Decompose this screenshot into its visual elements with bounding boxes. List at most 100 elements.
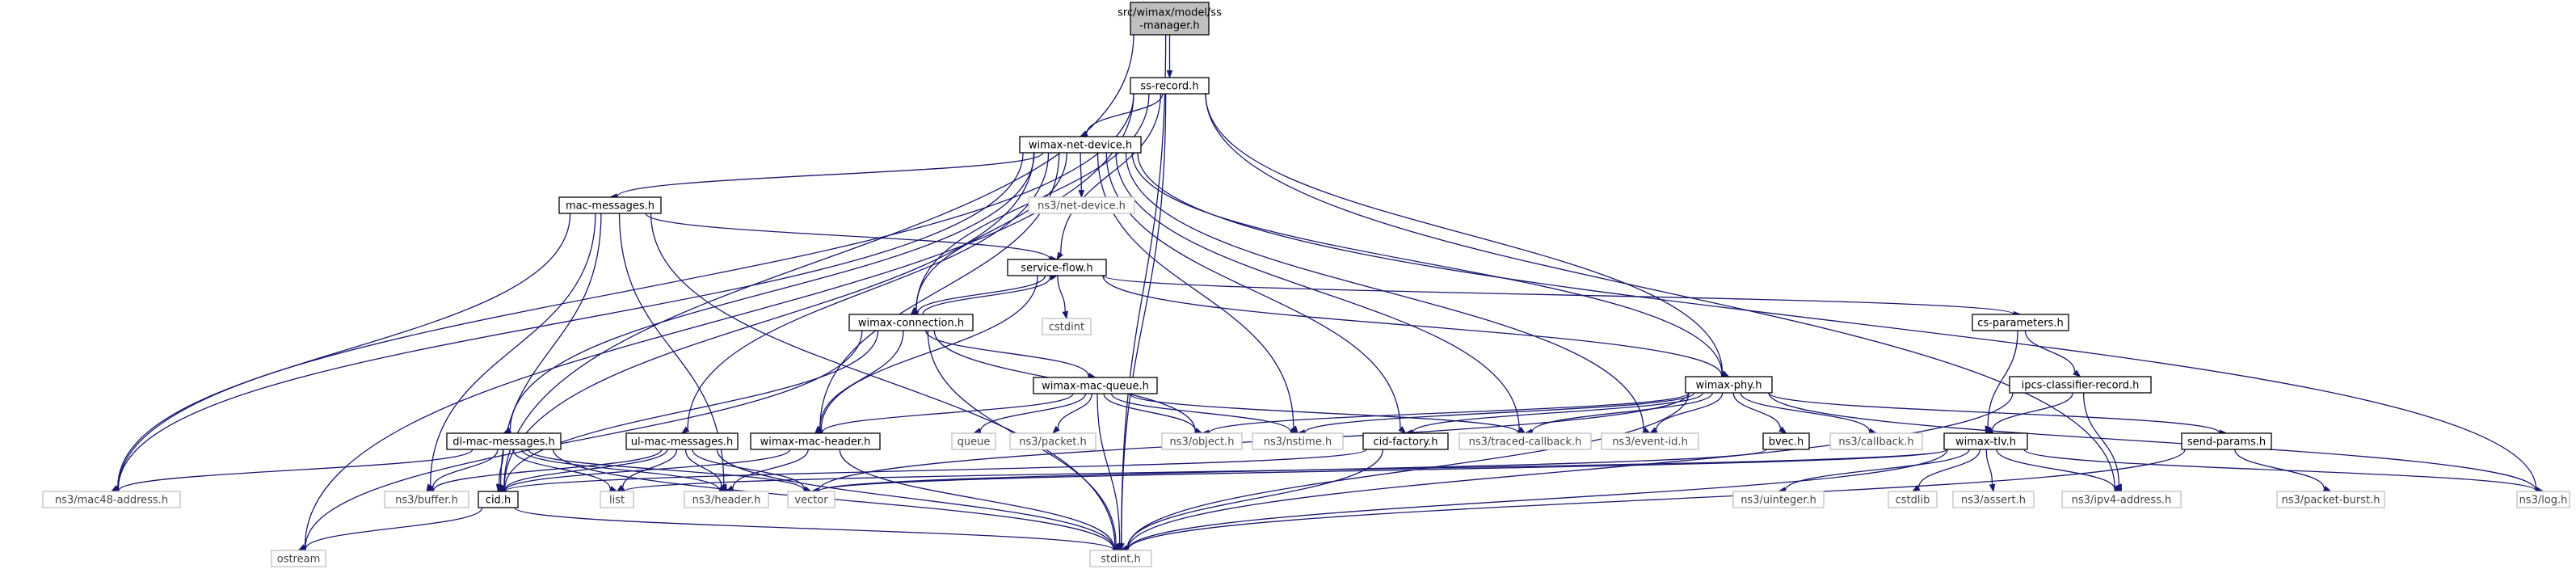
node-dlmm[interactable]: dl-mac-messages.h [446, 432, 562, 450]
node-label-header: ns3/header.h [692, 495, 761, 507]
node-label-dlmm: dl-mac-messages.h [452, 436, 555, 449]
edge-sf-to-csp [1102, 275, 2014, 315]
node-box-vector [787, 491, 836, 508]
node-uint: ns3/uinteger.h [1732, 491, 1825, 508]
node-box-ulmm [625, 432, 739, 450]
node-sf[interactable]: service-flow.h [1007, 259, 1107, 276]
node-box-sendp [2181, 432, 2272, 450]
node-box-ipv4 [2061, 491, 2182, 508]
node-box-dlmm [446, 432, 562, 450]
node-cstdint: cstdint [1042, 318, 1092, 335]
edge-ulmm-to-header [684, 449, 722, 487]
node-cidf[interactable]: cid-factory.h [1362, 432, 1449, 450]
edge-wc-to-wmq [925, 330, 1089, 376]
node-icr[interactable]: ipcs-classifier-record.h [2009, 376, 2152, 394]
node-label-log: ns3/log.h [2519, 495, 2568, 507]
node-list: list [600, 491, 634, 508]
node-wnd[interactable]: wimax-net-device.h [1019, 136, 1142, 154]
edge-csp-to-tlv [1987, 330, 2018, 427]
edge-icr-to-tlv [1992, 392, 2073, 431]
arrowhead-ulmm-to-vector [803, 486, 813, 492]
node-tcb: ns3/traced-callback.h [1458, 432, 1592, 450]
node-label-ssr: ss-record.h [1140, 81, 1198, 93]
node-csp[interactable]: cs-parameters.h [1972, 314, 2069, 331]
arrowhead-tlv-to-assert [1989, 483, 1996, 493]
node-ulmm[interactable]: ul-mac-messages.h [625, 432, 739, 450]
node-box-ostream [271, 550, 326, 567]
node-box-mm [558, 196, 662, 214]
arrowhead-icr-to-ipv4 [2115, 483, 2123, 493]
node-box-wphy [1685, 376, 1773, 394]
node-tlv[interactable]: wimax-tlv.h [1943, 432, 2028, 450]
node-box-packet [1009, 432, 1096, 450]
edge-wc-to-sf [922, 277, 1050, 315]
edge-tlv-to-assert [1985, 449, 1993, 485]
edge-cidf-to-cid [504, 449, 1367, 492]
node-box-wnd [1019, 136, 1142, 154]
node-box-wmh [750, 432, 881, 450]
node-box-assert [1952, 491, 2035, 508]
edge-wc-to-ostream [305, 330, 863, 548]
arrowhead-csp-to-icr [2073, 369, 2081, 377]
node-label-mm: mac-messages.h [566, 200, 655, 213]
node-sendp[interactable]: send-params.h [2181, 432, 2272, 450]
edge-wnd-to-wphy [1131, 152, 1723, 374]
arrowhead-wmq-to-object [1193, 428, 1203, 434]
edge-sendp-to-pburst [2234, 449, 2325, 489]
node-label-wmh: wimax-mac-header.h [760, 436, 871, 449]
node-cid[interactable]: cid.h [478, 491, 519, 508]
arrowhead-wmq-to-packet [1051, 425, 1060, 435]
node-wmh[interactable]: wimax-mac-header.h [750, 432, 881, 450]
node-label-ostream: ostream [277, 554, 321, 566]
arrowhead-wphy-to-eid [1648, 427, 1658, 434]
node-label-mac48: ns3/mac48-address.h [55, 495, 168, 507]
arrowhead-dlmm-to-list [608, 486, 618, 492]
node-callback: ns3/callback.h [1829, 432, 1923, 450]
node-label-tcb: ns3/traced-callback.h [1469, 436, 1582, 449]
node-mm[interactable]: mac-messages.h [558, 196, 662, 214]
arrowhead-wnd-to-cidf [1398, 426, 1407, 434]
node-buffer: ns3/buffer.h [384, 491, 469, 508]
node-label-wphy: wimax-phy.h [1696, 380, 1762, 392]
node-label-cid: cid.h [486, 495, 511, 507]
node-box-mac48 [42, 491, 181, 508]
edge-wnd-to-tcb [1115, 152, 1520, 429]
node-pburst: ns3/packet-burst.h [2276, 491, 2385, 508]
edge-cidf-to-stdint [1126, 449, 1383, 548]
edge-tlv-to-cstdlib [1917, 449, 1980, 488]
node-bvec[interactable]: bvec.h [1762, 432, 1810, 450]
node-wc[interactable]: wimax-connection.h [848, 314, 974, 331]
edge-ssr-to-wphy [1205, 93, 1724, 373]
edge-csp-to-icr [2024, 330, 2076, 373]
node-wmq[interactable]: wimax-mac-queue.h [1033, 377, 1158, 394]
edge-dlmm-to-mac48 [118, 449, 474, 491]
node-label-cstdlib: cstdlib [1896, 495, 1930, 507]
node-box-cid [478, 491, 519, 508]
node-ssm[interactable]: src/wimax/model/ss-manager.h [1118, 2, 1222, 36]
node-label-nsnd: ns3/net-device.h [1038, 200, 1126, 213]
node-box-log [2516, 491, 2570, 508]
node-assert: ns3/assert.h [1952, 491, 2035, 508]
node-label-cidf: cid-factory.h [1374, 436, 1438, 449]
edge-tlv-to-log [2023, 449, 2537, 491]
node-vector: vector [787, 491, 836, 508]
node-label-nstime: ns3/nstime.h [1264, 436, 1332, 449]
edge-ulmm-to-list [622, 449, 678, 487]
edge-ssr-to-mac48 [117, 93, 1134, 489]
edge-wphy-to-bvec [1732, 392, 1781, 429]
edge-tlv-to-vector [818, 449, 1948, 492]
node-label-object: ns3/object.h [1169, 436, 1234, 449]
edge-sendp-to-stdint [1127, 449, 2186, 550]
edge-mm-to-mac48 [117, 213, 571, 488]
node-box-pburst [2276, 491, 2385, 508]
node-ssr[interactable]: ss-record.h [1130, 77, 1210, 95]
node-log: ns3/log.h [2516, 491, 2570, 508]
edge-tlv-to-ipv4 [1996, 449, 2115, 490]
node-packet: ns3/packet.h [1009, 432, 1096, 450]
node-wphy[interactable]: wimax-phy.h [1685, 376, 1773, 394]
edge-wnd-to-log [1137, 152, 2537, 490]
node-ostream: ostream [271, 550, 326, 567]
node-label-wmq: wimax-mac-queue.h [1042, 381, 1149, 393]
node-box-wmq [1033, 377, 1158, 394]
edge-ssr-to-ostream [304, 93, 1134, 547]
